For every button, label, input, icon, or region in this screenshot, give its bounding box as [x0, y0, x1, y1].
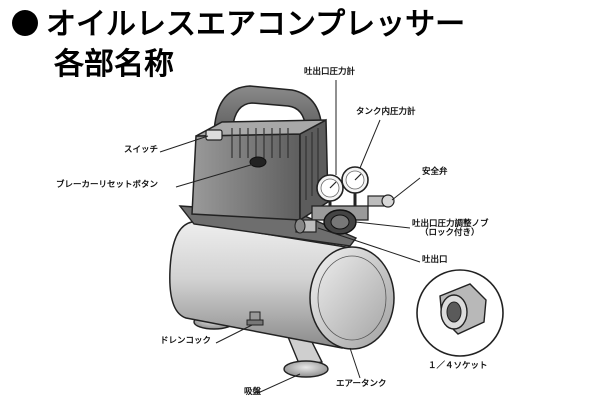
label-air-tank: エアータンク: [336, 379, 387, 389]
label-regulator: 吐出口圧力調整ノブ （ロック付き）: [412, 219, 489, 239]
air-tank-shape: [169, 221, 395, 350]
label-socket: １／４ソケット: [428, 361, 488, 371]
socket-inset: [416, 269, 504, 357]
breaker-button-shape: [249, 156, 267, 168]
leader-switch: [159, 135, 209, 153]
outlet-shape: [294, 218, 317, 234]
safety-valve-shape: [367, 194, 395, 208]
leader-suction-pad: [257, 373, 301, 394]
leader-safety-valve: [391, 177, 421, 201]
switch-shape: [205, 129, 223, 141]
page-subtitle: 各部名称: [54, 47, 174, 82]
label-regulator-line1: 吐出口圧力調整ノブ: [412, 219, 489, 229]
drain-cock-shape: [246, 311, 264, 326]
label-drain-cock: ドレンコック: [160, 336, 212, 346]
label-suction-pad: 吸盤: [244, 387, 262, 397]
label-switch: スイッチ: [123, 145, 158, 155]
leader-outlet: [317, 227, 421, 263]
leader-air-tank: [349, 347, 361, 379]
leader-breaker: [175, 163, 255, 188]
motor-housing: [191, 118, 329, 222]
leader-lines: [159, 80, 421, 394]
tank-gauge-shape: [341, 166, 369, 206]
page-title-text: オイルレスエアコンプレッサー: [46, 7, 466, 42]
label-safety-valve: 安全弁: [422, 167, 448, 177]
label-outlet-gauge: 吐出口圧力計: [304, 67, 356, 77]
leader-regulator: [355, 221, 411, 229]
leader-tank-gauge: [359, 119, 381, 169]
regulator-knob-shape: [311, 205, 369, 235]
outlet-gauge-shape: [316, 174, 344, 210]
leader-drain-cock: [215, 324, 253, 344]
label-tank-gauge: タンク内圧力計: [356, 107, 416, 117]
label-outlet: 吐出口: [422, 255, 448, 265]
label-regulator-line2: （ロック付き）: [420, 228, 480, 239]
bullet-icon: [12, 10, 38, 36]
page-title: オイルレスエアコンプレッサー: [12, 10, 465, 40]
label-breaker-button: ブレーカーリセットボタン: [56, 180, 159, 190]
